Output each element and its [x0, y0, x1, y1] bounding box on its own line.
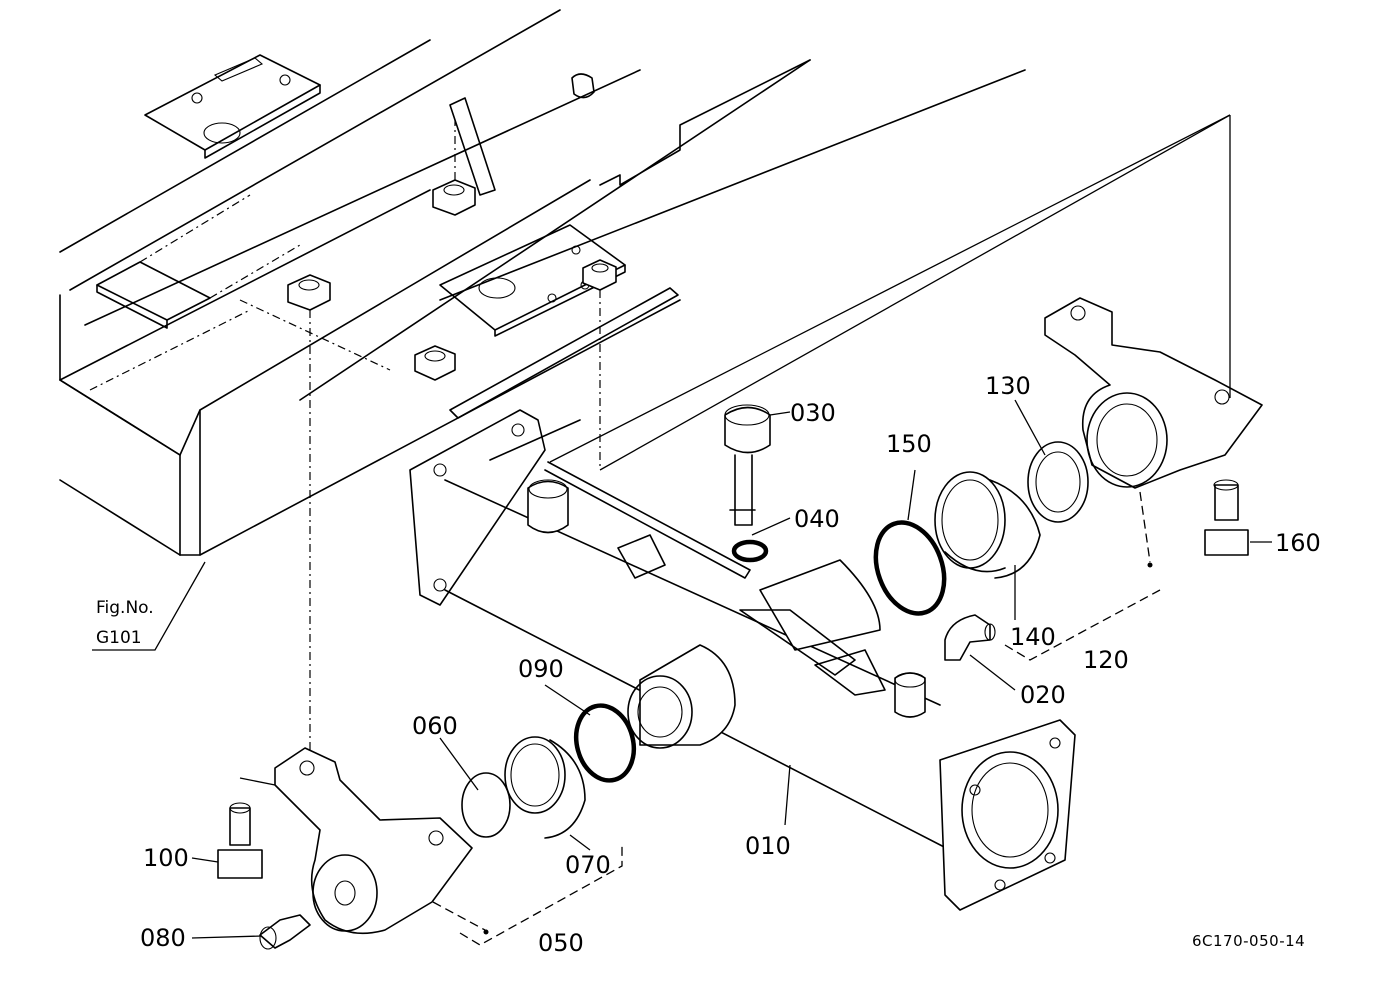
part-070-bushing	[504, 736, 586, 839]
figure-ref-line2: G101	[96, 628, 142, 648]
label-100: 100	[143, 844, 189, 872]
nut-left	[287, 274, 331, 311]
axle-housing	[409, 409, 1076, 911]
part-100-fitting	[217, 802, 263, 879]
label-070: 070	[565, 851, 611, 879]
part-140-bushing	[934, 471, 1041, 579]
part-150-oring	[873, 520, 947, 616]
nut-top	[432, 179, 476, 216]
part-160-fitting	[1204, 479, 1249, 556]
part-130-seal	[1027, 441, 1089, 523]
frame-chassis	[59, 9, 1026, 760]
bracket-right	[1044, 297, 1263, 489]
label-040: 040	[794, 505, 840, 533]
part-090-oring	[573, 703, 637, 783]
nut-plate	[582, 259, 617, 291]
drawing-number: 6C170-050-14	[1192, 932, 1305, 950]
figure-ref-line1: Fig.No.	[96, 598, 154, 618]
label-050: 050	[538, 929, 584, 957]
label-010: 010	[745, 832, 791, 860]
figure-reference: Fig.No. G101	[92, 561, 206, 651]
leader-dot-120	[1147, 562, 1153, 568]
part-020-elbow	[944, 614, 996, 661]
part-040-oring	[731, 539, 769, 563]
label-030: 030	[790, 399, 836, 427]
label-140: 140	[1010, 623, 1056, 651]
leader-lines	[191, 114, 1272, 946]
nut-lower	[414, 345, 456, 381]
label-150: 150	[886, 430, 932, 458]
label-130: 130	[985, 372, 1031, 400]
label-160: 160	[1275, 529, 1321, 557]
label-060: 060	[412, 712, 458, 740]
part-060-seal	[461, 772, 511, 838]
part-080-nipple	[259, 914, 311, 950]
label-020: 020	[1020, 681, 1066, 709]
label-090: 090	[518, 655, 564, 683]
bracket-left	[274, 747, 473, 935]
part-030-plug	[724, 404, 771, 526]
label-080: 080	[140, 924, 186, 952]
leader-dot-050	[483, 929, 489, 935]
label-120: 120	[1083, 646, 1129, 674]
